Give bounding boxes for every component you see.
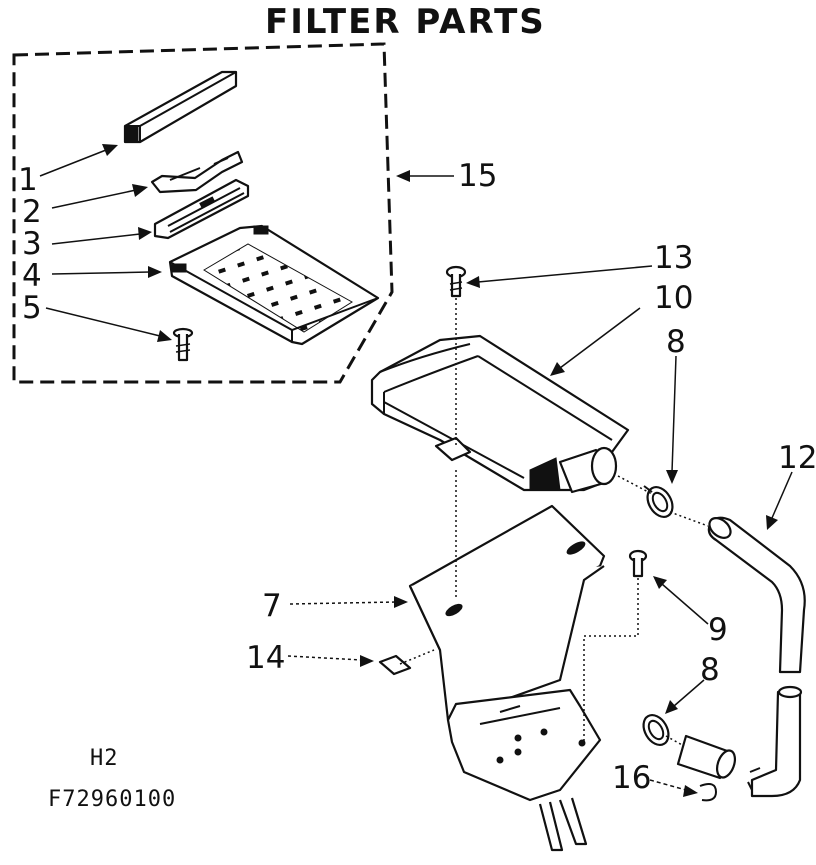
callout-8-upper: 8 [666, 324, 686, 360]
callout-9: 9 [708, 612, 728, 648]
part-10-filter-housing [370, 334, 630, 494]
filter-kit-box [12, 42, 394, 384]
part-3-filter-holder [153, 178, 250, 240]
assembly-lines [399, 298, 709, 747]
part-1-filter-cover [123, 70, 238, 144]
part-2-spring-clip [150, 150, 244, 194]
section-code: H2 [90, 746, 119, 771]
callout-7: 7 [262, 588, 282, 624]
part-8-hose-clamp-lower [642, 713, 670, 747]
callout-3: 3 [22, 226, 42, 262]
part-9-screw [628, 549, 648, 578]
callout-15: 15 [458, 158, 497, 194]
leader-lines [39, 144, 793, 797]
part-12-hose [707, 516, 806, 798]
callout-12: 12 [778, 440, 816, 476]
callout-5: 5 [22, 290, 42, 326]
part-4-filter-tray [168, 224, 380, 346]
diagram-code: F72960100 [48, 787, 176, 812]
callout-10: 10 [654, 280, 693, 316]
connector-tube [676, 734, 737, 780]
callout-1: 1 [18, 162, 38, 198]
part-14-clip [378, 654, 412, 676]
part-7-bracket [408, 504, 606, 852]
callout-13: 13 [654, 240, 693, 276]
part-5-screw [172, 327, 194, 362]
callout-16: 16 [612, 760, 651, 796]
callout-2: 2 [22, 194, 42, 230]
callout-8-lower: 8 [700, 652, 720, 688]
callout-numbers: 1 2 3 4 5 15 13 10 8 12 7 14 9 8 16 [18, 158, 816, 796]
part-16-hook [699, 783, 718, 802]
callout-4: 4 [22, 258, 42, 294]
diagram-title: FILTER PARTS [265, 2, 546, 42]
part-13-screw [445, 265, 467, 298]
part-8-hose-clamp-upper [643, 485, 674, 519]
callout-14: 14 [246, 640, 285, 676]
